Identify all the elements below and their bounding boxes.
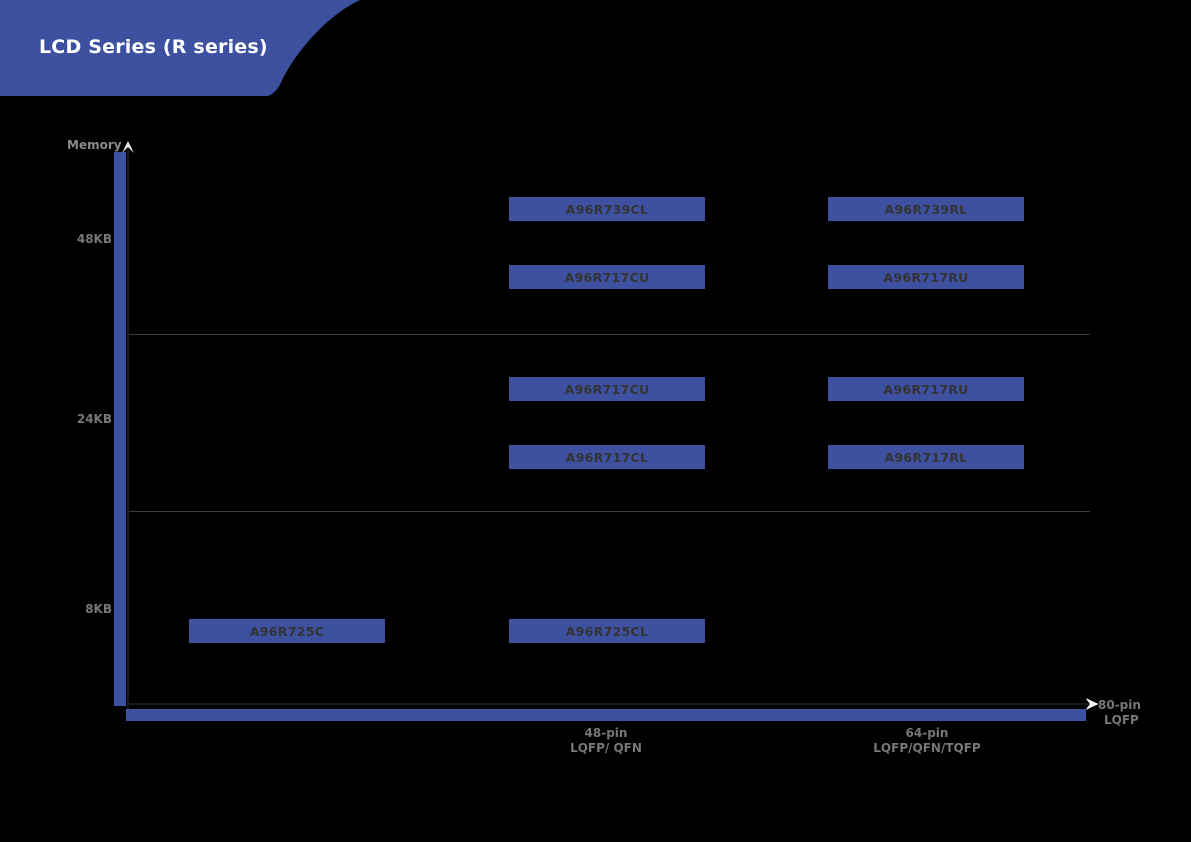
y-axis-line (127, 148, 129, 710)
y-axis-title: Memory (67, 138, 122, 152)
part-box-a96r717cu-48kb[interactable]: A96R717CU (509, 265, 705, 289)
x-tick-48pin: 48-pin LQFP/ QFN (506, 726, 706, 756)
y-axis-arrow-icon (120, 140, 136, 154)
part-box-a96r717ru-24kb[interactable]: A96R717RU (828, 377, 1024, 401)
page-title: LCD Series (R series) (39, 36, 268, 58)
part-box-a96r725c[interactable]: A96R725C (189, 619, 385, 643)
x-axis-bar (126, 709, 1086, 721)
part-box-a96r717rl[interactable]: A96R717RL (828, 445, 1024, 469)
part-box-a96r717cl[interactable]: A96R717CL (509, 445, 705, 469)
y-tick-48kb: 48KB (76, 232, 112, 246)
part-box-a96r739rl[interactable]: A96R739RL (828, 197, 1024, 221)
header-banner: LCD Series (R series) (0, 0, 365, 97)
banner-shape (0, 0, 360, 96)
x-tick-48pin-line2: LQFP/ QFN (570, 741, 642, 755)
x-tick-48pin-line1: 48-pin (584, 726, 628, 740)
memory-divider-24kb (129, 511, 1090, 512)
x-axis-arrow-icon (1086, 696, 1102, 712)
y-axis-bar (114, 152, 126, 706)
x-tick-80pin-line1: 80-pin (1098, 698, 1141, 712)
x-tick-80pin: 80-pin LQFP (1098, 698, 1168, 728)
part-box-a96r717ru-48kb[interactable]: A96R717RU (828, 265, 1024, 289)
memory-divider-48kb (129, 334, 1090, 335)
x-tick-64pin-line1: 64-pin (905, 726, 949, 740)
x-tick-64pin: 64-pin LQFP/QFN/TQFP (827, 726, 1027, 756)
y-tick-24kb: 24KB (76, 412, 112, 426)
part-box-a96r739cl[interactable]: A96R739CL (509, 197, 705, 221)
y-tick-8kb: 8KB (85, 602, 112, 616)
x-axis-line (127, 703, 1090, 705)
part-box-a96r725cl[interactable]: A96R725CL (509, 619, 705, 643)
x-tick-64pin-line2: LQFP/QFN/TQFP (873, 741, 981, 755)
part-box-a96r717cu-24kb[interactable]: A96R717CU (509, 377, 705, 401)
x-tick-80pin-line2: LQFP (1104, 713, 1139, 727)
